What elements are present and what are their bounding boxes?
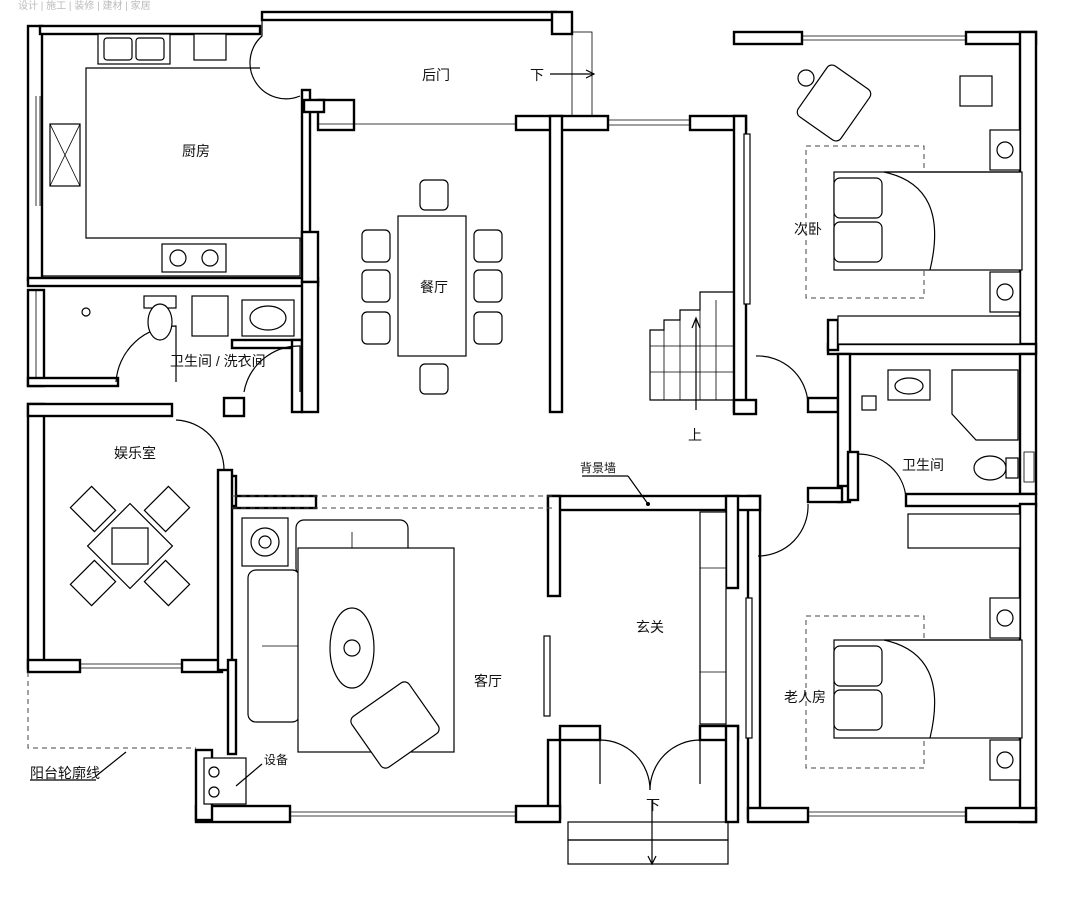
label-second-bedroom: 次卧 xyxy=(794,221,822,237)
equipment-leader xyxy=(235,763,263,787)
label-back-door: 后门 xyxy=(422,67,450,83)
elder-room-furniture xyxy=(745,513,1023,781)
mahjong-table xyxy=(69,485,191,607)
label-entertainment: 娱乐室 xyxy=(114,445,156,461)
kitchen-fixtures xyxy=(41,33,301,277)
label-dining: 餐厅 xyxy=(420,279,448,295)
dining-table xyxy=(361,179,503,395)
entry-steps xyxy=(567,800,729,866)
balcony-outline xyxy=(27,495,552,781)
label-feature-wall: 背景墙 xyxy=(580,461,616,475)
back-door-arrow xyxy=(550,69,596,79)
label-stair-up: 上 xyxy=(688,427,702,443)
label-living-room: 客厅 xyxy=(474,673,502,689)
watermark-text: 设计 | 施工 | 装修 | 建材 | 家居 xyxy=(18,0,151,12)
label-balcony-outline: 阳台轮廓线 xyxy=(30,765,100,781)
feature-wall-leader xyxy=(582,475,650,506)
label-foyer: 玄关 xyxy=(636,619,664,635)
label-elder-room: 老人房 xyxy=(784,689,826,705)
laundry-fixtures xyxy=(81,295,295,341)
bathroom-fixtures xyxy=(861,369,1019,481)
annotations: 背景墙 阳台轮廓线 设备 上 下 下 xyxy=(30,67,702,813)
label-laundry-bath: 卫生间 / 洗衣间 xyxy=(170,353,266,369)
second-bedroom-furniture xyxy=(743,64,1023,345)
staircase xyxy=(649,291,735,410)
label-down-front: 下 xyxy=(646,797,660,813)
label-down-back: 下 xyxy=(530,67,544,83)
living-furniture xyxy=(203,517,455,805)
label-bathroom: 卫生间 xyxy=(902,457,944,473)
walls xyxy=(26,10,1038,824)
label-kitchen: 厨房 xyxy=(182,143,210,159)
room-labels: 厨房 后门 餐厅 次卧 卫生间 / 洗衣间 卫生间 娱乐室 客厅 玄关 老人房 xyxy=(114,67,944,705)
foyer-cabinet xyxy=(543,511,727,725)
label-equipment: 设备 xyxy=(264,753,288,767)
